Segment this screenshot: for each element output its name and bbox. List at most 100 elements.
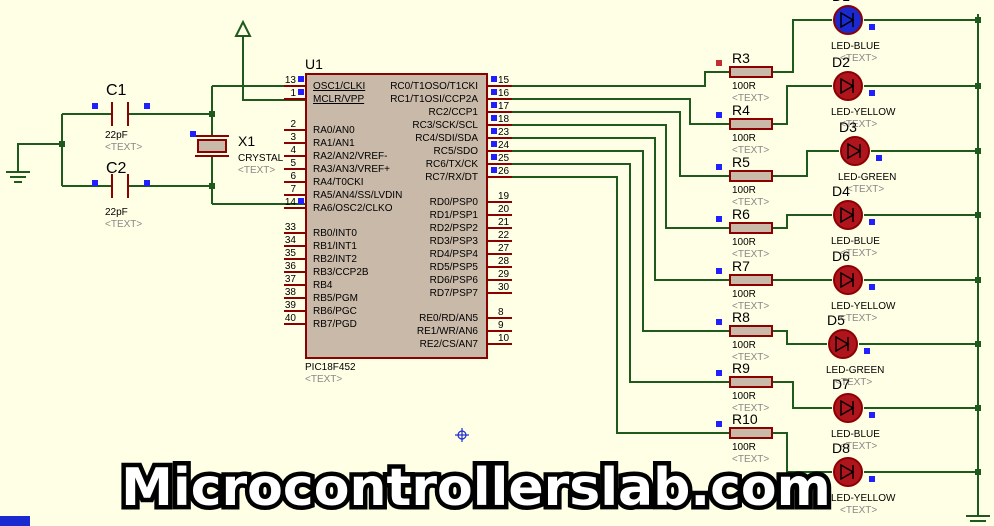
text-tag: <TEXT> [840,53,877,64]
led-ref: D1 [832,0,850,4]
resistor-array: R3100R<TEXT>R4100R<TEXT>R5100R<TEXT>R610… [716,50,773,465]
pin-name: RB4 [313,280,333,291]
text-tag: <TEXT> [847,184,884,195]
pin-name: RA1/AN1 [313,138,355,149]
pin-number: 6 [290,171,296,182]
pin-name: RD7/PSP7 [430,288,479,299]
ground-icon [6,171,30,183]
crystal-x1[interactable]: X1 CRYSTAL <TEXT> [190,131,284,176]
pin-marker [876,155,882,161]
pin-name: RD1/PSP1 [430,210,479,221]
pin-name: RB5/PGM [313,293,358,304]
pin-marker [716,112,722,118]
led-d1[interactable]: D1LED-BLUE<TEXT> [831,0,880,64]
pin-marker [491,115,497,121]
pin-name: RB2/INT2 [313,254,357,265]
pin-name: RA2/AN2/VREF- [313,151,387,162]
pin-name: RA3/AN3/VREF+ [313,164,390,175]
crystal-ref: X1 [238,133,255,149]
pin-marker [298,198,304,204]
resistor-value: 100R [732,185,756,196]
pin-name: RC7/RX/DT [425,172,478,183]
microcontroller-u1[interactable]: U1 13OSC1/CLKI1MCLR/VPP2RA0/AN03RA1/AN14… [284,56,512,385]
text-tag: <TEXT> [732,352,769,363]
text-tag: <TEXT> [840,313,877,324]
capacitor-c2[interactable]: C2 22pF <TEXT> [92,160,150,230]
pin-number: 20 [498,204,510,215]
pin-number: 17 [498,101,510,112]
pin-name: RB0/INT0 [313,228,357,239]
pin-name: RD6/PSP6 [430,275,479,286]
pin-marker [190,131,196,137]
pin-name: RD3/PSP3 [430,236,479,247]
diode-icon [840,271,855,289]
pin-name: MCLR/VPP [313,94,364,105]
pin-marker [491,128,497,134]
pin-number: 16 [498,88,510,99]
power-terminal-icon [234,19,252,37]
pin-number: 8 [498,307,504,318]
capacitor-c1[interactable]: C1 22pF <TEXT> [92,82,150,153]
capacitor-value: 22pF [105,130,128,141]
text-tag: <TEXT> [732,403,769,414]
text-tag: <TEXT> [105,219,142,230]
led-ref: D5 [827,312,845,328]
pin-name: RC0/T1OSO/T1CKI [390,81,478,92]
resistor-value: 100R [732,81,756,92]
diode-icon [847,142,862,160]
port-c-wiring [512,17,981,475]
